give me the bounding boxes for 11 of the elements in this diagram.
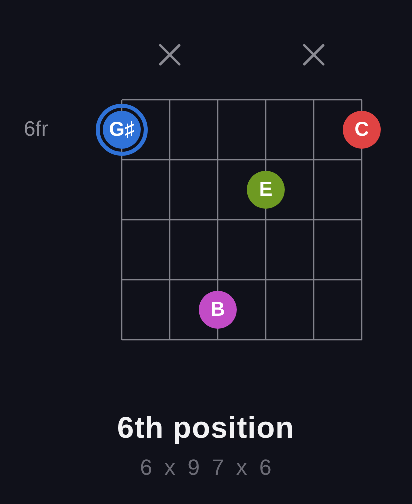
fret-number: 6fr — [24, 117, 49, 143]
fingering-text: 6 x 9 7 x 6 — [139, 455, 275, 481]
note-name: E — [259, 179, 273, 201]
note-dot — [247, 171, 285, 209]
note-dot — [343, 111, 381, 149]
note-name: B — [210, 299, 226, 321]
note-name: G♯ — [109, 119, 135, 141]
chord-title: 6th position — [117, 412, 295, 446]
note-name: C — [354, 119, 370, 141]
root-note-dot — [96, 104, 148, 156]
note-dot — [199, 291, 237, 329]
